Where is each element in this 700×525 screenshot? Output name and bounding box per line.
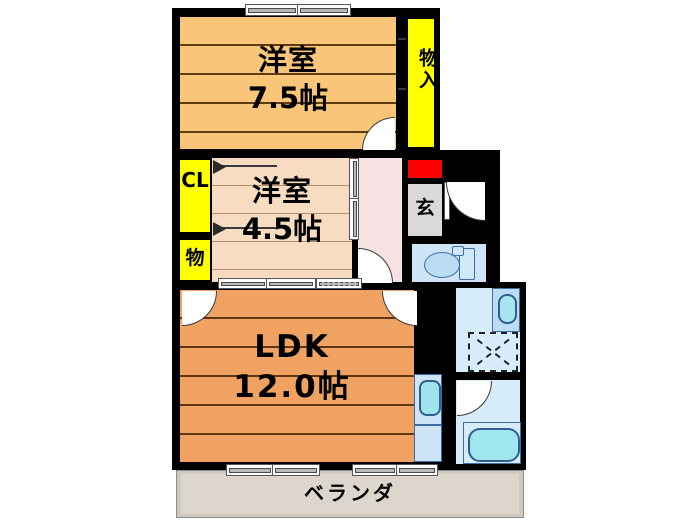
room-label-washitsu-7-5-name: 洋室 [257,43,318,77]
closet-slide-rail-bottom [213,227,277,229]
sliding-door-4-5-room-right-lower[interactable] [349,198,359,240]
room-label-washitsu-7-5-size: 7.5帖 [247,81,329,115]
storage-mono-small [178,238,212,282]
window-ldk-veranda-4[interactable] [396,464,438,476]
kitchen-counter-divider [414,424,442,426]
room-ldk [180,290,414,462]
window-ldk-veranda-1[interactable] [226,464,274,476]
closet-slide-arrow-top [213,160,226,174]
window-upper-room-left[interactable] [245,4,299,16]
bathtub-surround [463,422,521,464]
shoe-box-accent [406,158,444,180]
monoire-slide-mark-2 [398,88,406,90]
washing-machine-space [468,332,518,372]
veranda-floor [181,474,519,514]
kitchen-sink-basin [419,380,441,416]
closet-slide-arrow-bottom [213,222,226,236]
bathtub-fixture [468,428,520,462]
monoire-slide-mark-1 [398,38,406,40]
veranda-label: ベランダ [304,481,396,505]
storage-closet-cl [178,158,212,234]
entrance-genkan-label: 玄 [415,197,435,219]
entrance-genkan [406,182,444,238]
room-label-washitsu-4-5-size: 4.5帖 [241,212,323,246]
window-upper-room-right[interactable] [297,4,351,16]
room-label-ldk-size: 12.0帖 [233,369,351,405]
window-ldk-veranda-3[interactable] [352,464,398,476]
storage-monoire-top [406,17,436,149]
storage-monoire-top-label: 物入 [416,48,438,92]
vanity-basin [498,294,517,324]
room-washitsu-4-5 [212,158,352,282]
closet-slide-rail-top [213,165,277,167]
sliding-door-ldk-top-far-right[interactable] [316,278,362,289]
sliding-door-ldk-top-left[interactable] [218,278,268,289]
room-label-ldk-name: LDK [254,329,330,365]
storage-closet-cl-label: CL [181,168,209,192]
window-ldk-veranda-2[interactable] [272,464,320,476]
toilet-tank-fixture [459,248,475,280]
sliding-door-ldk-top-right[interactable] [266,278,316,289]
room-washitsu-7-5 [180,17,396,149]
toilet-bowl-fixture [424,252,460,278]
storage-mono-small-label: 物 [185,247,205,269]
room-label-washitsu-4-5-name: 洋室 [251,174,312,208]
toilet-flush-lever [452,246,464,256]
